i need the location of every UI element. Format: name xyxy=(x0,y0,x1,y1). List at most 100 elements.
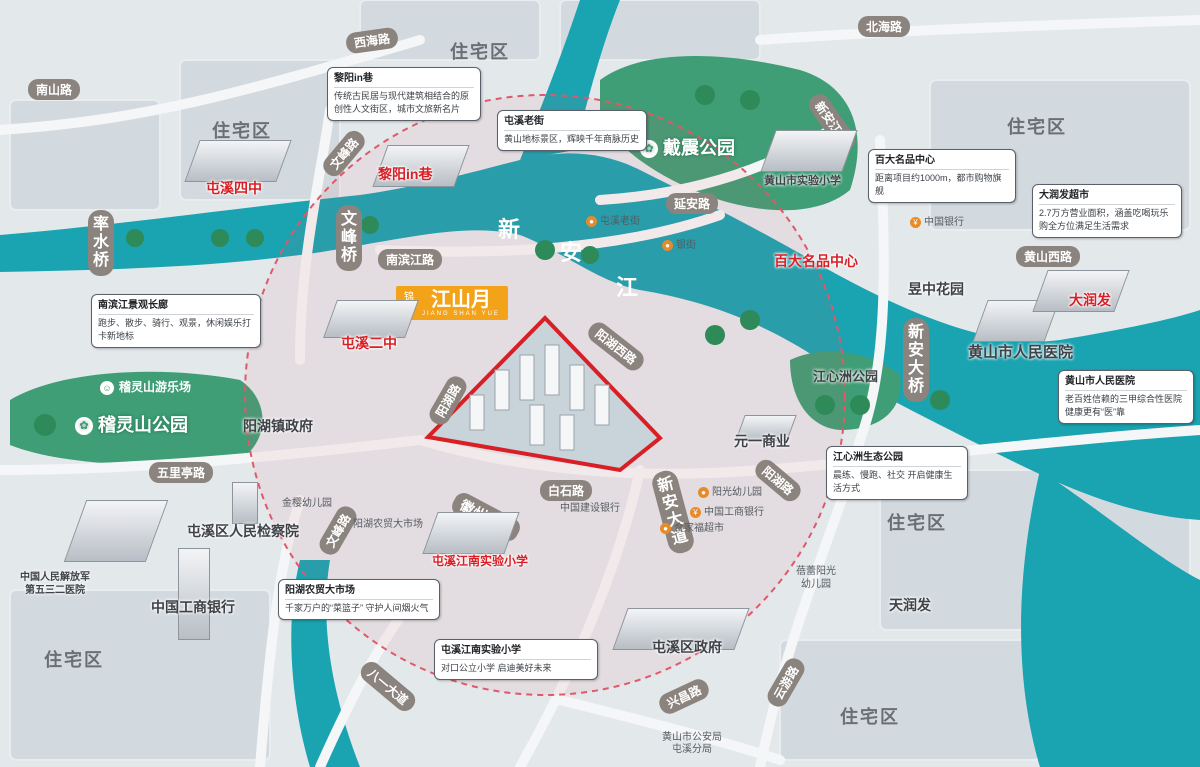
info-box-jiangxinzhou: 江心洲生态公园 晨练、慢跑、社交 开启健康生活方式 xyxy=(826,446,968,500)
info-box-body: 晨练、慢跑、社交 开启健康生活方式 xyxy=(833,470,953,493)
building-graphic xyxy=(184,140,292,182)
info-box-body: 老百姓信赖的三甲综合性医院 健康更有“医”靠 xyxy=(1065,394,1183,417)
poi-small-label: 屯溪老街 xyxy=(600,216,640,227)
project-pinyin: JIANG SHAN YUE xyxy=(422,311,500,317)
road-label-nanbinjiang: 南滨江路 xyxy=(378,249,443,270)
poi-small-label: 黄山市公安局 屯溪分局 xyxy=(662,732,722,755)
poi-small-ccb: 中国建设银行 xyxy=(560,499,620,514)
poi-pla-hospital: 中国人民解放军 第五三二医院 xyxy=(20,572,90,596)
zone-label-residential: 住宅区 xyxy=(1007,117,1067,138)
amusement-name: 稽灵山游乐场 xyxy=(119,380,192,394)
park-icon: ✿ xyxy=(75,417,93,436)
poi-small-icbc: ¥中国工商银行 xyxy=(690,503,764,518)
info-box-title: 黎阳in巷 xyxy=(334,72,474,88)
river-label-char: 江 xyxy=(616,276,639,301)
road-label-huangshan-west: 黄山西路 xyxy=(1016,246,1081,267)
poi-tunxi-no4: 屯溪四中 xyxy=(206,180,262,196)
poi-small-jinying: 金樱幼儿园 xyxy=(282,494,332,509)
park-label-jiangxinzhou: 江心洲公园 xyxy=(813,369,879,384)
info-box-body: 千家万户的“菜篮子” 守护人间烟火气 xyxy=(285,603,429,613)
poi-huangshan-school: 黄山市实验小学 xyxy=(764,175,841,187)
info-box-darunfa: 大润发超市 2.7万方营业面积，涵盖吃喝玩乐购全方位满足生活需求 xyxy=(1032,184,1182,238)
poi-small-label: 蓓蕾阳光 幼儿园 xyxy=(796,566,836,590)
info-box-title: 江心洲生态公园 xyxy=(833,451,961,467)
bridge-label-shuaishui: 率水桥 xyxy=(88,210,114,276)
poi-small-label: 合家福超市 xyxy=(674,523,724,534)
info-box-title: 百大名品中心 xyxy=(875,154,1009,170)
park-name: 稽灵山公园 xyxy=(98,415,188,435)
river-label-char: 安 xyxy=(560,241,583,266)
amusement-icon: ☺ xyxy=(100,380,114,395)
zone-label-residential: 住宅区 xyxy=(212,121,272,142)
info-box-title: 大润发超市 xyxy=(1039,189,1175,205)
zone-label-residential: 住宅区 xyxy=(44,650,104,671)
info-box-body: 传统古民居与现代建筑相结合的原创性人文街区，城市文旅新名片 xyxy=(334,91,470,114)
poi-small-label: 金樱幼儿园 xyxy=(282,498,332,509)
zone-label-residential: 住宅区 xyxy=(887,513,947,534)
info-box-body: 黄山地标景区，辉映千年商脉历史 xyxy=(504,134,640,144)
poi-small-beilei: 蓓蕾阳光 幼儿园 xyxy=(796,565,836,591)
poi-small-yangguang: ●阳光幼儿园 xyxy=(698,483,762,498)
info-box-hospital: 黄山市人民医院 老百姓信赖的三甲综合性医院 健康更有“医”靠 xyxy=(1058,370,1194,424)
river-label-char: 新 xyxy=(498,218,521,243)
info-box-body: 对口公立小学 启迪美好未来 xyxy=(441,663,552,673)
poi-small-label: 阳湖农贸大市场 xyxy=(353,519,423,530)
poi-small-market: 阳湖农贸大市场 xyxy=(353,515,423,530)
poi-jiangnan-school: 屯溪江南实验小学 xyxy=(432,554,529,568)
building-graphic xyxy=(422,512,520,554)
bank-icon: ¥ xyxy=(690,506,701,518)
poi-yuzhong: 昱中花园 xyxy=(908,281,964,297)
road-label-wuliting: 五里亭路 xyxy=(149,462,214,483)
shop-icon: ● xyxy=(660,522,671,534)
poi-yanghu-gov: 阳湖镇政府 xyxy=(243,418,313,434)
info-box-title: 黄山市人民医院 xyxy=(1065,375,1187,391)
poi-small-label: 阳光幼儿园 xyxy=(712,487,762,498)
bridge-label-wenfeng: 文峰桥 xyxy=(336,205,362,271)
park-label-jilingshan: ✿ 稽灵山公园 xyxy=(75,411,188,437)
info-box-baida: 百大名品中心 距离项目约1000m，都市购物旗舰 xyxy=(868,149,1016,203)
poi-small-label: 中国工商银行 xyxy=(704,507,764,518)
poi-yuanyi: 元一商业 xyxy=(734,433,790,449)
location-pin-icon: ● xyxy=(698,486,709,498)
park-label-daizhen: ✿戴震公园 xyxy=(640,134,735,160)
poi-small-label: 中国建设银行 xyxy=(560,503,620,514)
building-graphic xyxy=(232,482,258,524)
building-graphic xyxy=(178,548,210,640)
poi-hospital: 黄山市人民医院 xyxy=(968,344,1074,361)
poi-procuratorate: 屯溪区人民检察院 xyxy=(187,523,299,539)
poi-tunxi-no2: 屯溪二中 xyxy=(341,335,397,351)
info-box-title: 阳湖农贸大市场 xyxy=(285,584,433,600)
poi-small-yinjie: ●银街 xyxy=(662,236,696,251)
poi-liyang-inxiang: 黎阳in巷 xyxy=(378,166,433,182)
info-box-title: 屯溪老街 xyxy=(504,115,640,131)
poi-small-hejia: ●合家福超市 xyxy=(660,519,724,534)
road-label-beihai: 北海路 xyxy=(858,16,911,37)
poi-small-boc: ¥中国银行 xyxy=(910,213,964,228)
building-graphic xyxy=(760,130,858,172)
location-pin-icon: ● xyxy=(662,239,673,251)
road-label-nanshan: 南山路 xyxy=(28,79,81,100)
poi-tunxi-gov: 屯溪区政府 xyxy=(652,639,722,655)
info-box-body: 跑步、散步、骑行、观景，休闲娱乐打卡新地标 xyxy=(98,318,252,341)
road-label-baishi: 白石路 xyxy=(540,480,593,501)
project-name: 江山月 xyxy=(430,289,491,311)
info-box-title: 南滨江景观长廊 xyxy=(98,299,254,315)
park-name: 戴震公园 xyxy=(663,138,735,158)
info-box-school: 屯溪江南实验小学 对口公立小学 启迪美好未来 xyxy=(434,639,598,680)
poi-darunfa: 大润发 xyxy=(1069,292,1111,308)
zone-label-residential: 住宅区 xyxy=(840,707,900,728)
poi-small-old-street: ●屯溪老街 xyxy=(586,212,640,227)
info-box-binjiang: 南滨江景观长廊 跑步、散步、骑行、观景，休闲娱乐打卡新地标 xyxy=(91,294,261,348)
info-box-liyang: 黎阳in巷 传统古民居与现代建筑相结合的原创性人文街区，城市文旅新名片 xyxy=(327,67,481,121)
road-label-yanan: 延安路 xyxy=(666,193,719,214)
info-box-body: 距离项目约1000m，都市购物旗舰 xyxy=(875,173,1002,196)
poi-icbc: 中国工商银行 xyxy=(151,599,235,615)
park-label-amusement: ☺ 稽灵山游乐场 xyxy=(100,378,191,395)
poi-small-police: 黄山市公安局 屯溪分局 xyxy=(662,732,722,756)
bridge-label-xinan: 新安大桥 xyxy=(903,318,929,402)
poi-tianrunfa: 天润发 xyxy=(889,597,931,613)
info-box-body: 2.7万方营业面积，涵盖吃喝玩乐购全方位满足生活需求 xyxy=(1039,208,1169,231)
poi-baida: 百大名品中心 xyxy=(774,253,858,269)
bank-icon: ¥ xyxy=(910,216,921,228)
